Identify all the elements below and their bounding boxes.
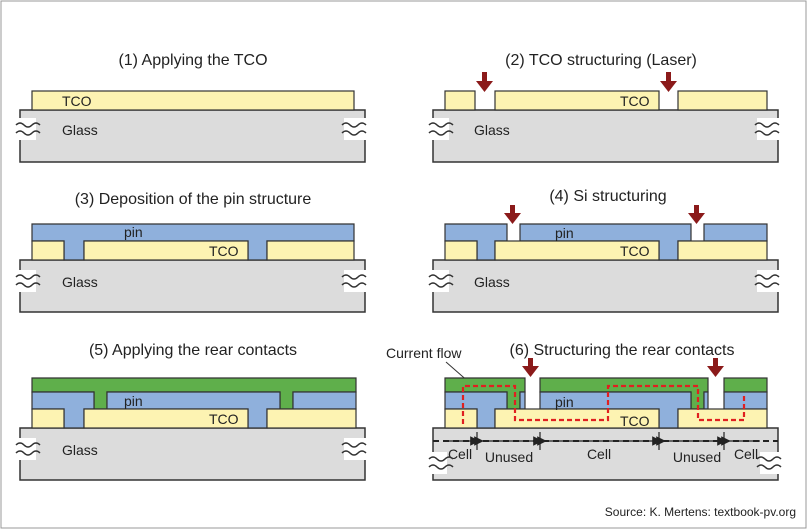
panel-2: (2) TCO structuring (Laser) TCO Glass [427,52,781,163]
tco-layer [444,408,478,429]
pin-layer [292,391,357,410]
break-symbol-left [427,118,454,140]
tco-layer [677,408,768,429]
glass-label: Glass [474,274,510,290]
segment-label-cell: Cell [587,446,611,462]
glass-layer [432,109,779,163]
segment-label-cell: Cell [734,446,758,462]
panel-1: (1) Applying the TCO TCO Glass [14,52,368,163]
break-symbol-left [427,270,454,292]
tco-label: TCO [209,411,239,427]
panel-4: (4) Si structuring pin TCO Glass [427,188,781,313]
source-credit: Source: K. Mertens: textbook-pv.org [605,505,796,519]
break-symbol-left [14,118,41,140]
pin-label: pin [555,225,574,241]
panel-title: (2) TCO structuring (Laser) [505,52,697,69]
tco-layer [266,240,355,261]
laser-arrow [504,205,521,224]
panel-title: (1) Applying the TCO [118,52,267,69]
tco-layer [677,90,768,111]
glass-label: Glass [62,274,98,290]
laser-arrow [660,72,677,92]
tco-layer [83,240,249,261]
rear-contact-layer [723,377,768,393]
glass-layer [432,259,779,313]
pin-label: pin [555,394,574,410]
glass-label: Glass [62,442,98,458]
tco-label: TCO [209,243,239,259]
tco-layer [494,240,660,261]
laser-arrow [707,358,724,377]
tco-label: TCO [620,413,650,429]
tco-layer [444,240,478,261]
glass-layer [19,427,366,481]
tco-layer [444,90,476,111]
tco-layer [31,90,355,111]
tco-label: TCO [62,93,92,109]
break-symbol-right [756,452,782,474]
segment-label-unused: Unused [673,449,721,465]
current-flow-label: Current flow [386,345,462,361]
pin-layer [723,391,768,410]
panel-title: (3) Deposition of the pin structure [75,191,312,208]
tco-layer [31,408,65,429]
current-flow-path [461,384,746,424]
panel-5: (5) Applying the rear contacts pin TCO G… [14,342,368,481]
pin-layer [703,223,768,242]
tco-layer [494,90,660,111]
tco-layer [494,408,660,429]
break-symbol-left [14,438,41,460]
segment-label-unused: Unused [485,449,533,465]
tco-layer [31,240,65,261]
panel-6: (6) Structuring the rear contacts Curren… [386,342,782,481]
break-symbol-left [427,452,454,474]
tco-label: TCO [620,93,650,109]
glass-label: Glass [62,122,98,138]
pin-layer [703,391,709,410]
tco-layer [677,240,768,261]
laser-arrow [476,72,493,92]
glass-layer [19,259,366,313]
pin-layer [519,391,526,410]
panel-title: (6) Structuring the rear contacts [510,342,735,359]
break-symbol-right [754,270,781,292]
tco-label: TCO [620,243,650,259]
break-symbol-right [341,270,368,292]
panel-title: (5) Applying the rear contacts [89,342,297,359]
panel-title: (4) Si structuring [549,188,666,205]
tco-layer [266,408,357,429]
break-symbol-right [341,118,368,140]
tco-layer [83,408,249,429]
laser-arrow [688,205,705,224]
panel-3: (3) Deposition of the pin structure pin … [14,191,368,313]
glass-label: Glass [474,122,510,138]
break-symbol-left [14,270,41,292]
pin-label: pin [124,393,143,409]
pin-label: pin [124,224,143,240]
break-symbol-right [341,438,368,460]
break-symbol-right [754,118,781,140]
segment-label-cell: Cell [448,446,472,462]
laser-arrow [522,358,539,377]
